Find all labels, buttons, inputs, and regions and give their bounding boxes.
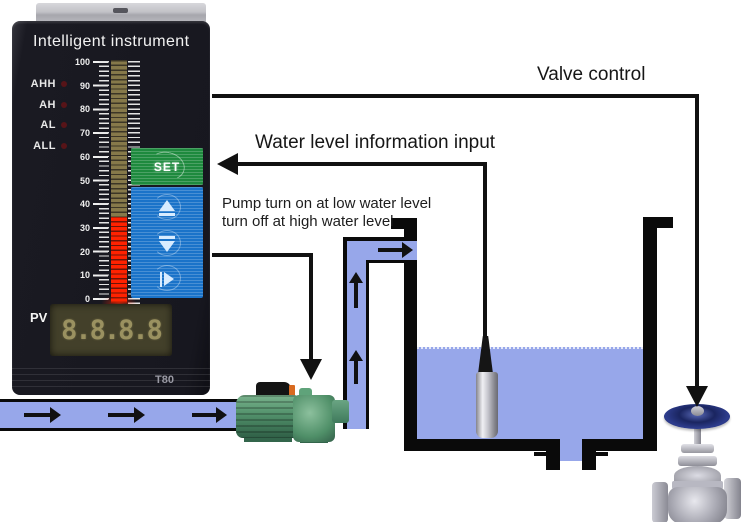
up-button[interactable] [149,193,185,223]
alarm-indicator-dot [61,102,67,108]
tank-bottom-wall-left [404,439,560,451]
bottom-bezel [12,368,210,392]
tank-water [417,347,643,439]
scale-tick-label: 10 [79,270,90,281]
pump-control-line-h [212,253,313,257]
button-ring [153,230,181,256]
valve-control-label: Valve control [537,64,646,85]
scale-tick-label: 70 [79,128,90,139]
flow-arrow-icon [378,242,413,258]
tank-left-wall [404,261,417,451]
button-ring [153,265,181,291]
water-level-line-v sensor-cable [483,162,487,338]
level-bargraph [111,60,127,303]
tank-right-lip [643,217,673,228]
instrument-title: Intelligent instrument [33,33,190,50]
down-button[interactable] [149,229,185,259]
pump-filler-plug [299,388,312,398]
flow-arrow-icon [348,350,363,384]
outlet-stub-left [546,451,560,470]
scale-tick-label: 40 [79,199,90,210]
alarm-indicator-dot [61,143,67,149]
valve-stem [694,422,701,450]
valve-control-line-h [212,94,699,98]
cap-slot [113,8,128,13]
water-pump [230,380,352,444]
pump-fan-cover [256,382,291,399]
valve-flange-left [652,482,668,522]
gate-valve [650,402,750,522]
outlet-stub-right [582,451,596,470]
valve-flange-right [724,478,741,519]
water-level-input-label: Water level information input [255,132,496,153]
alarm-label-all: ALL [33,140,56,152]
scale-tick-label: 50 [79,175,90,186]
alarm-indicator-dot [61,81,67,87]
valve-control-line-v [695,94,699,386]
scale-tick-label: 90 [79,80,90,91]
outlet-water [560,439,582,461]
pv-display: 8.8.8.8 [50,304,172,356]
button-ring [153,194,181,220]
pump-head [293,395,335,442]
flow-arrow-icon [24,407,61,423]
water-level-line-h [237,162,487,166]
sensor-cable-connector [478,336,493,374]
scale-minor-ticks-left [99,61,109,302]
tank-left-wall-upper [404,218,417,238]
alarm-label-ahh: AHH [30,78,56,90]
tank-right-wall [643,217,657,451]
water-level-arrow-icon [217,153,238,175]
pump-note: Pump turn on at low water level turn off… [222,195,431,231]
tank-bottom-wall-right [582,439,657,451]
keypad-panel [131,187,203,298]
pump-control-arrow-icon [300,359,322,380]
pump-terminal [289,385,295,397]
valve-gland [681,444,714,453]
pv-display-digits: 8.8.8.8 [61,314,163,346]
valve-control-arrow-icon [686,386,708,407]
valve-bonnet-flange [672,481,723,489]
pump-note-line2: turn off at high water level [222,213,394,230]
alarm-label-al: AL [40,119,56,131]
riser-pipe-water [346,240,366,429]
flow-arrow-icon [192,407,227,423]
instrument-top-cap [36,3,206,23]
scale-tick-label: 20 [79,246,90,257]
valve-bonnet [674,466,721,485]
pump-motor [236,395,298,438]
scale-tick-label: 60 [79,151,90,162]
instrument-panel: Intelligent instrument AHH AH AL ALL 100… [12,21,210,395]
outlet-flange-tick [596,452,608,456]
alarm-label-ah: AH [39,99,56,111]
scale-tick-label: 80 [79,104,90,115]
sensor-probe-body [476,372,498,438]
scale-tick-label: 0 [84,294,90,304]
pv-label: PV [30,310,48,325]
alarm-indicator-dot [61,122,67,128]
pump-note-line1: Pump turn on at low water level [222,195,432,212]
valve-hub [691,406,704,416]
scale-tick-label: 30 [79,222,90,233]
valve-gland [678,456,717,466]
flow-arrow-icon [348,272,363,308]
pump-foot [244,434,292,442]
pump-outlet [332,400,349,423]
model-label: T80 [155,374,174,386]
flow-arrow-icon [108,407,145,423]
scale-tick-label: 100 [74,57,90,67]
set-button-label: SET [153,159,181,174]
pump-control-line-v [309,253,313,359]
set-button[interactable]: SET [131,148,203,185]
outlet-flange-tick [534,452,546,456]
shift-button[interactable] [149,264,185,294]
valve-body [668,487,727,522]
